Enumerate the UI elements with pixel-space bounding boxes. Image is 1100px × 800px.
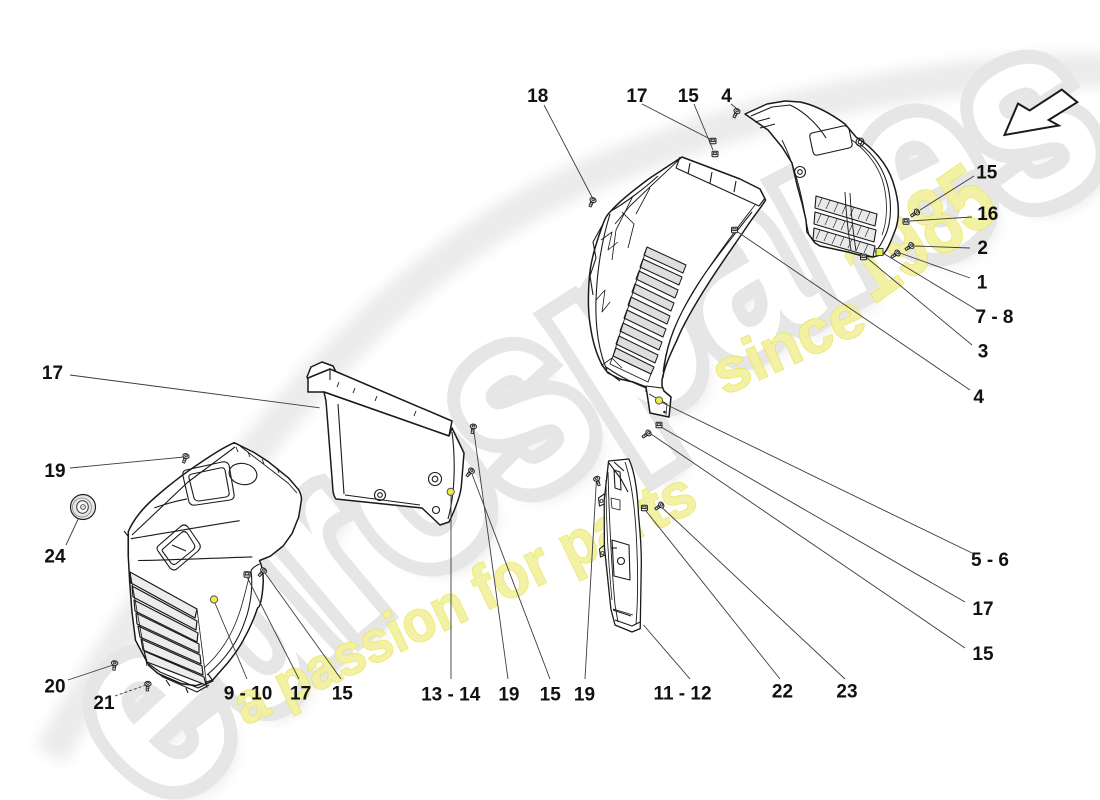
svg-text:17: 17 bbox=[972, 599, 993, 620]
svg-text:2: 2 bbox=[977, 238, 988, 259]
svg-text:19: 19 bbox=[574, 684, 595, 705]
svg-text:15: 15 bbox=[332, 684, 354, 705]
svg-text:7 - 8: 7 - 8 bbox=[975, 307, 1013, 328]
svg-text:4: 4 bbox=[973, 387, 984, 408]
svg-text:20: 20 bbox=[44, 677, 65, 698]
svg-text:19: 19 bbox=[498, 685, 519, 706]
svg-text:17: 17 bbox=[626, 86, 647, 107]
svg-text:15: 15 bbox=[976, 163, 998, 184]
svg-text:5 - 6: 5 - 6 bbox=[971, 550, 1009, 571]
svg-text:15: 15 bbox=[972, 644, 994, 665]
svg-text:24: 24 bbox=[44, 547, 66, 568]
svg-text:17: 17 bbox=[290, 684, 311, 705]
svg-text:22: 22 bbox=[772, 682, 793, 703]
svg-text:9 - 10: 9 - 10 bbox=[224, 684, 273, 705]
svg-text:16: 16 bbox=[977, 204, 998, 225]
svg-text:15: 15 bbox=[540, 685, 562, 706]
svg-text:3: 3 bbox=[978, 342, 989, 363]
svg-text:4: 4 bbox=[721, 86, 732, 107]
svg-text:1: 1 bbox=[977, 273, 988, 294]
svg-text:18: 18 bbox=[527, 86, 548, 107]
svg-text:23: 23 bbox=[836, 682, 857, 703]
svg-text:11 - 12: 11 - 12 bbox=[653, 684, 711, 705]
svg-text:15: 15 bbox=[678, 86, 700, 107]
svg-text:21: 21 bbox=[93, 693, 115, 714]
svg-text:13 - 14: 13 - 14 bbox=[421, 685, 481, 706]
svg-text:17: 17 bbox=[42, 363, 63, 384]
svg-text:19: 19 bbox=[44, 461, 65, 482]
